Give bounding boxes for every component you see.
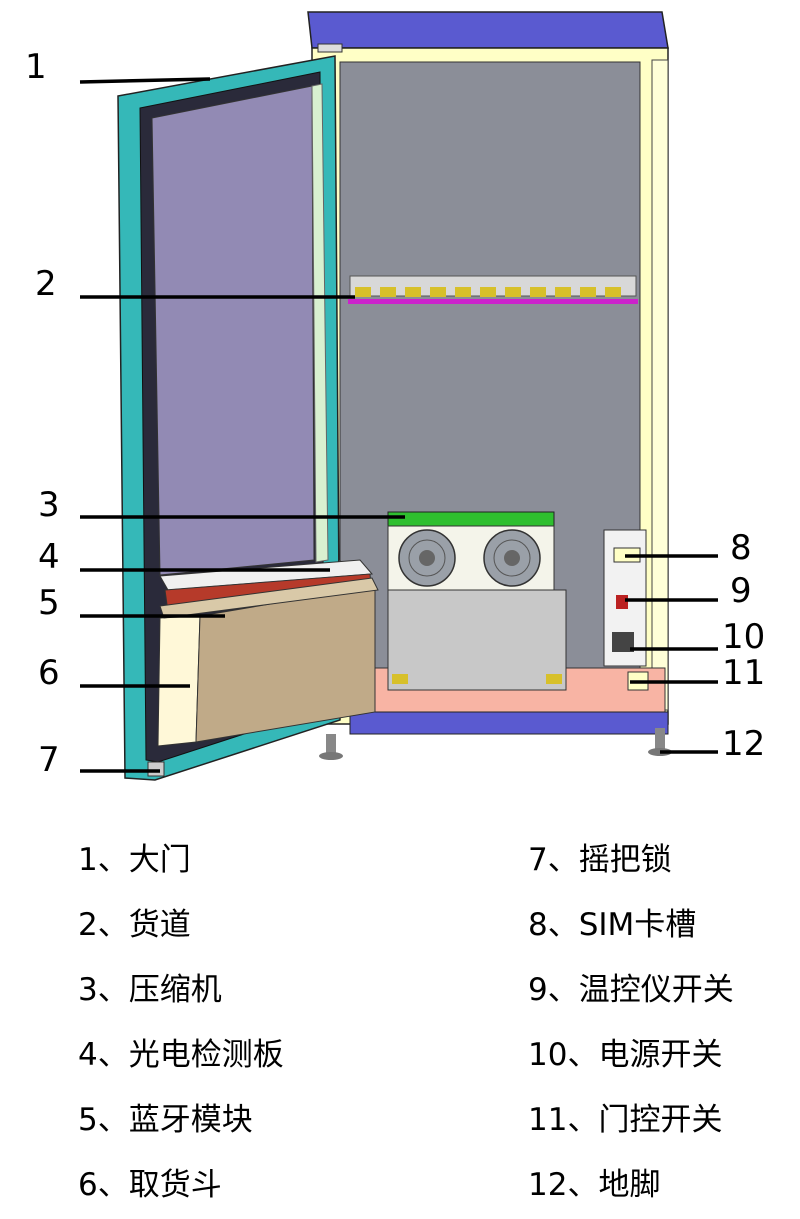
callout-number: 3 [38,485,60,525]
callout-number: 6 [38,653,60,693]
callout-number: 7 [38,740,60,780]
legend-item: 7、摇把锁 [528,842,672,878]
legend-item: 9、温控仪开关 [528,972,734,1008]
cabinet-top [307,11,669,49]
door-glass [151,85,315,576]
legend-item: 4、光电检测板 [78,1037,284,1073]
control-panel [603,529,649,691]
crank-lock [147,761,165,777]
cabinet-base [349,711,669,735]
compressor [387,511,567,691]
callout-number: 11 [722,653,766,693]
callout-number: 1 [25,47,47,87]
legend-item: 8、SIM卡槽 [528,907,697,943]
callout-number: 8 [730,528,752,568]
legend-item: 5、蓝牙模块 [78,1102,253,1138]
photoelectric-board [159,559,374,591]
top-hinge [317,43,343,53]
callout-number: 9 [730,571,752,611]
pickup-bucket-top [159,577,379,619]
legend-item: 10、电源开关 [528,1037,723,1073]
pickup-bucket-front [157,615,201,747]
cabinet-side-strip [651,59,669,711]
callout-number: 12 [722,724,766,764]
callout-number: 2 [35,264,57,304]
legend-item: 3、压缩机 [78,972,222,1008]
legend-item: 11、门控开关 [528,1102,723,1138]
leader-line-1 [79,77,211,84]
vending-machine-diagram [79,11,718,781]
door-inner-strip [311,83,329,563]
product-channels [348,275,638,304]
leader-lines [79,77,718,773]
legend-item: 1、大门 [78,842,191,878]
legend-item: 12、地脚 [528,1167,661,1203]
callout-number: 5 [38,583,60,623]
legend-item: 6、取货斗 [78,1167,222,1203]
callout-number: 4 [38,537,60,577]
legend-item: 2、货道 [78,907,191,943]
callout-number: 10 [722,617,766,657]
